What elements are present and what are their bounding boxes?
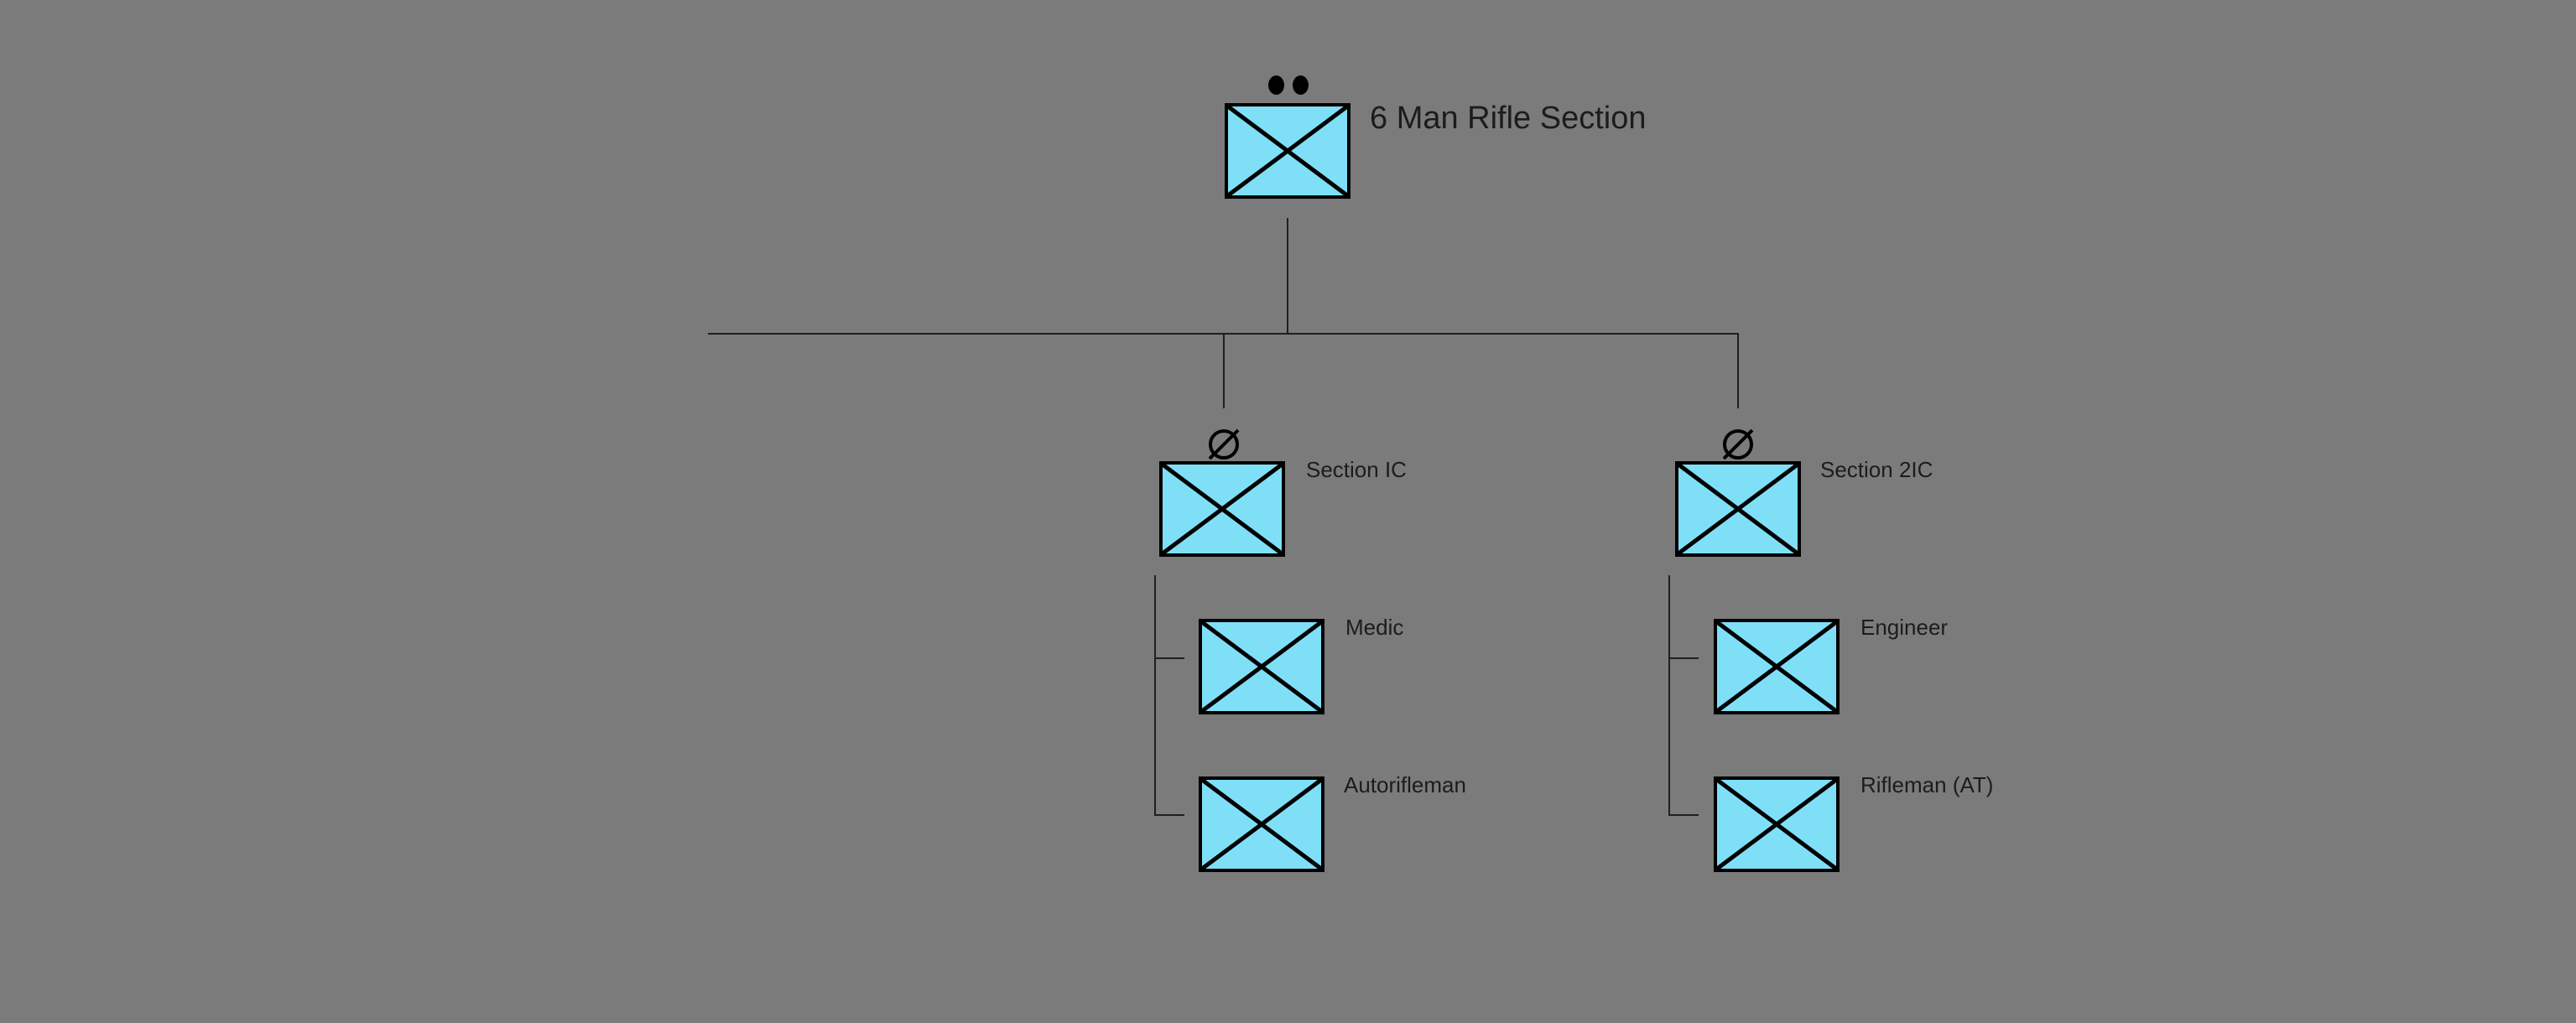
node-label-medic: Medic (1345, 615, 1404, 640)
node-label-section-ic: Section IC (1306, 457, 1407, 482)
infantry-cross-icon (1715, 620, 1838, 714)
connector-ic-branch-vertical (1154, 575, 1156, 816)
org-node-section-2ic[interactable] (1675, 461, 1801, 557)
org-node-rifle-section[interactable] (1225, 103, 1350, 199)
infantry-cross-icon (1161, 462, 1283, 556)
echelon-dot-icon (1293, 75, 1309, 95)
infantry-cross-icon (1200, 777, 1323, 871)
node-label-section-2ic: Section 2IC (1820, 457, 1933, 482)
node-label-autorifleman: Autorifleman (1344, 772, 1466, 797)
org-node-medic[interactable] (1199, 619, 1324, 714)
connector-2ic-branch-vertical (1668, 575, 1670, 816)
slashed-circle-echelon-icon (1205, 425, 1243, 464)
org-node-engineer[interactable] (1714, 619, 1840, 714)
connector-root-drop (1287, 218, 1288, 334)
connector-ic-stub-medic (1154, 657, 1184, 659)
echelon-dot-icon (1268, 75, 1284, 95)
org-node-autorifleman[interactable] (1199, 776, 1324, 872)
org-node-section-ic[interactable] (1159, 461, 1285, 557)
connector-drop-section-2ic (1737, 333, 1739, 408)
infantry-cross-icon (1677, 462, 1799, 556)
slashed-circle-echelon-icon (1719, 425, 1757, 464)
node-label-engineer: Engineer (1860, 615, 1949, 640)
infantry-cross-icon (1715, 777, 1838, 871)
infantry-cross-icon (1226, 104, 1349, 198)
infantry-cross-icon (1200, 620, 1323, 714)
connector-ic-stub-autorifleman (1154, 814, 1184, 816)
two-dots-echelon-icon (1268, 75, 1309, 95)
connector-drop-section-ic (1223, 333, 1225, 408)
connector-2ic-stub-rifleman-at (1668, 814, 1699, 816)
node-label-rifleman-at: Rifleman (AT) (1860, 772, 1994, 797)
node-label-rifle-section: 6 Man Rifle Section (1370, 101, 1647, 136)
org-node-rifleman-at[interactable] (1714, 776, 1840, 872)
connector-2ic-stub-engineer (1668, 657, 1699, 659)
